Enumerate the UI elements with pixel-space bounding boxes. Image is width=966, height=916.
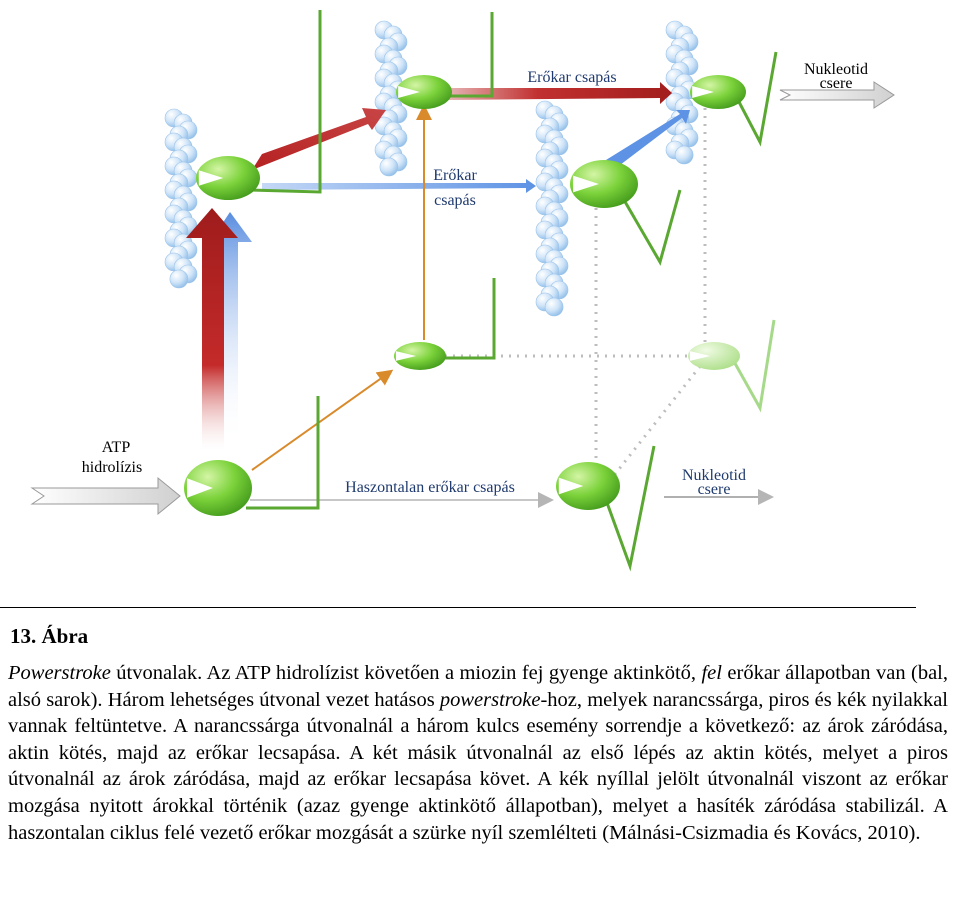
motor-domain (184, 460, 252, 516)
myosin-left-prestroke (196, 10, 322, 200)
orange-diagonal-arrow (251, 369, 394, 471)
lever-arm (440, 278, 496, 360)
motor-domain (570, 160, 638, 208)
futile-stroke-label: Haszontalan erőkar csapás (345, 479, 515, 496)
caption-divider (0, 607, 916, 608)
caption-italic-3: powerstroke (439, 688, 541, 711)
myosin-heads (184, 10, 778, 572)
motor-domain (690, 75, 746, 109)
actin-top-left-filament (374, 20, 408, 177)
myosin-back-faded (688, 319, 776, 413)
nucleotide-bottom-line2: csere (698, 481, 731, 498)
motor-domain (396, 75, 452, 109)
nucleotide-bottom-line1: Nukleotid (682, 467, 746, 484)
actin-binding-cleft (689, 351, 711, 361)
myosin-bottom-right (556, 445, 656, 572)
lever-arm (622, 189, 682, 266)
diagram-labels: ATP hidrolízis Erőkar csapás Erőkar csap… (82, 61, 868, 498)
caption-text-1: útvonalak. Az ATP hidrolízist követően a… (110, 662, 702, 684)
actin-binding-cleft (198, 170, 224, 186)
lever-arm (246, 396, 320, 510)
actin-bead (169, 269, 189, 289)
blue-stroke-label-line1: Erőkar (433, 167, 477, 184)
nucleotide-top-line2: csere (820, 75, 853, 92)
cube-dotted-edges (445, 100, 707, 479)
myosin-bottom-middle (394, 278, 496, 370)
red-stroke-label: Erőkar csapás (527, 69, 616, 86)
myosin-middle (570, 160, 682, 266)
pathway-arrows (30, 81, 895, 516)
caption-italic-1: Powerstroke (8, 662, 111, 684)
actin-binding-cleft (558, 477, 584, 495)
motor-domain (394, 342, 446, 370)
powerstroke-pathway-diagram: ATP hidrolízis Erőkar csapás Erőkar csap… (30, 10, 895, 572)
actin-binding-cleft (398, 86, 420, 98)
actin-bead (544, 297, 564, 317)
motor-domain (556, 462, 620, 510)
motor-domain (196, 156, 260, 200)
blue-horizontal-arrow (262, 179, 536, 193)
myosin-top-left (396, 12, 494, 109)
lever-arm (604, 445, 656, 572)
actin-middle-filament (535, 100, 569, 317)
actin-left-filament (164, 108, 198, 289)
actin-bead (674, 145, 694, 165)
nucleotide-exchange-top-arrow (779, 81, 895, 109)
figure-title: 13. Ábra (10, 624, 89, 648)
caption-text-3: -hoz, melyek narancssárga, piros és kék … (8, 688, 948, 844)
blue-stroke-label-line2: csapás (434, 192, 476, 209)
actin-binding-cleft (187, 478, 213, 498)
motor-domain (688, 342, 740, 370)
figure-caption: Powerstroke útvonalak. Az ATP hidrolízis… (8, 660, 948, 846)
lever-arm (249, 10, 322, 194)
caption-italic-2: fel (701, 662, 722, 684)
red-power-stroke-arrow (448, 82, 672, 104)
lever-arm (730, 319, 776, 413)
atp-hydrolysis-up-arrow (186, 208, 252, 450)
atp-label-line1: ATP (102, 439, 131, 456)
atp-hydrolysis-input-arrow (30, 476, 181, 516)
lever-arm (448, 12, 494, 98)
blue-diagonal-arrow (606, 110, 690, 168)
atp-label-line2: hidrolízis (82, 459, 142, 476)
actin-binding-cleft (395, 351, 417, 361)
actin-filaments (164, 20, 699, 317)
myosin-bottom-left (184, 396, 320, 516)
caption-text-2: erőkar állapotban van (bal, alsó sarok).… (8, 662, 948, 711)
actin-binding-cleft (573, 175, 599, 193)
actin-bead (379, 157, 399, 177)
nucleotide-top-line1: Nukleotid (804, 61, 868, 78)
myosin-top-right (690, 51, 778, 147)
lever-arm (736, 51, 778, 147)
actin-binding-cleft (692, 86, 714, 98)
